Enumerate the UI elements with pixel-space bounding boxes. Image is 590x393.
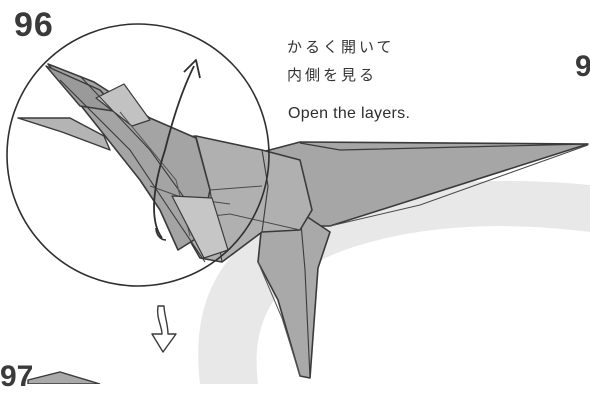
instruction-english: Open the layers. [288,105,410,123]
origami-diagram: 96 9 97 かるく開いて 内側を見る Open the layers. [0,0,590,384]
down-arrow-icon [152,306,176,352]
diagram-canvas [0,0,590,384]
step-number: 96 [14,8,54,42]
instruction-japanese-line2: 内側を見る [287,64,377,85]
next-step-figure-partial [28,372,100,384]
instruction-japanese-line1: かるく開いて [287,36,395,57]
following-step-number-partial: 97 [0,362,33,392]
next-step-number-partial: 9 [575,52,590,82]
